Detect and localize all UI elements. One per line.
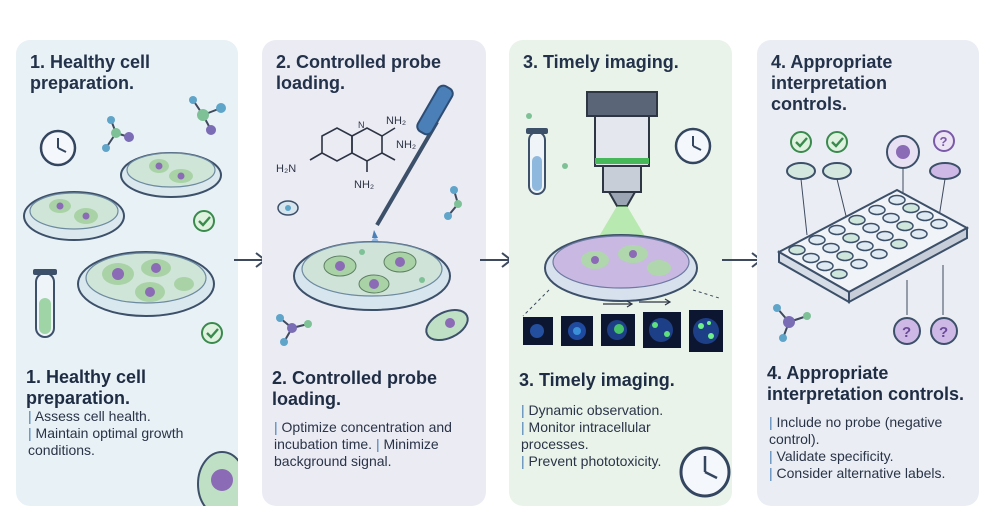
plate-well [822, 242, 840, 254]
bullet-item: | Include no probe (negative control). [769, 414, 943, 447]
plate-well [902, 202, 920, 214]
bullet-item: Optimize concentration and incubation ti… [274, 419, 452, 452]
molecule-icon [773, 304, 811, 342]
plate-well [882, 212, 900, 224]
step-panel-4: 4. Appropriate interpretation controls. … [757, 40, 979, 506]
microscopy-frame [561, 316, 593, 346]
step-3-bullets: | Dynamic observation. | Monitor intrace… [521, 402, 701, 470]
step-3-title: 3. Timely imaging. [523, 52, 679, 72]
plate-well [856, 240, 874, 252]
molecule-icon [276, 314, 312, 346]
plate-well [930, 218, 948, 230]
plate-well [888, 194, 906, 206]
bullet-item: | Dynamic observation. [521, 402, 664, 418]
plate-well [862, 222, 880, 234]
molecule-icon [102, 116, 134, 152]
plate-well [868, 204, 886, 216]
plate-well [890, 238, 908, 250]
check-icon [790, 131, 812, 153]
step-4-title: 4. Appropriate interpretation controls. [771, 52, 893, 114]
step-1-bullets: | Assess cell health. | Maintain optimal… [28, 408, 233, 459]
microscopy-frame [601, 314, 635, 346]
clock-icon [39, 129, 77, 167]
molecule-label: NH₂ [354, 179, 374, 191]
bullet-item: | Assess cell health. [28, 408, 151, 424]
step-panel-2: 2. Controlled probe loading. N NH₂ NH₂ H… [262, 40, 486, 506]
step-4-bullets: | Include no probe (negative control). |… [769, 414, 969, 482]
step-2-illustration: N NH₂ NH₂ H₂N NH₂ [276, 84, 469, 346]
petri-dish-icon [293, 241, 451, 311]
svg-text:?: ? [939, 324, 948, 341]
step-3-illustration [522, 91, 731, 498]
molecule-label: H₂N [276, 163, 296, 175]
bullet-item: Minimize background signal. [274, 436, 439, 469]
step-3-summary-title: 3. Timely imaging. [519, 370, 675, 390]
step-2-bullets: | Optimize concentration and incubation … [274, 419, 452, 469]
bullet-item: | Prevent phototoxicity. [521, 453, 662, 469]
clock-icon [674, 127, 712, 165]
petri-dish-icon [929, 162, 961, 180]
well-grid [788, 194, 948, 280]
bullet-item: | Monitor intracellular processes. [521, 419, 651, 452]
molecule-structure [309, 127, 396, 172]
petri-dish-icon [23, 191, 125, 241]
petri-dish-icon [822, 162, 852, 180]
step-panel-3: 3. Timely imaging. [509, 40, 732, 506]
check-icon [201, 322, 223, 344]
petri-dish-icon [77, 251, 215, 317]
plate-well [836, 250, 854, 262]
molecule-label: NH₂ [386, 115, 406, 127]
plate-well [802, 252, 820, 264]
molecule-icon [444, 186, 462, 220]
step-1-illustration [23, 96, 238, 506]
plate-well [816, 260, 834, 272]
step-4-summary-title: 4. Appropriate interpretation controls. [767, 363, 965, 404]
plate-well [808, 234, 826, 246]
question-icon: ? [933, 130, 955, 152]
microscopy-frame [689, 310, 723, 352]
plate-well [830, 268, 848, 280]
pipette-icon [371, 84, 454, 250]
question-icon: ? [930, 317, 958, 345]
question-icon: ? [893, 317, 921, 345]
test-tube-icon [33, 269, 57, 338]
petri-dish-icon [120, 152, 222, 198]
bullet-item: | Maintain optimal growth conditions. [28, 425, 184, 458]
cell-icon [197, 451, 238, 506]
svg-text:?: ? [902, 324, 911, 341]
step-2-title: 2. Controlled probe loading. [276, 52, 442, 93]
svg-text:?: ? [940, 134, 948, 149]
bullet-item: | Consider alternative labels. [769, 465, 946, 481]
petri-dish-icon [786, 162, 816, 180]
petri-dish-icon [544, 234, 698, 302]
plate-well [870, 248, 888, 260]
cell-icon [425, 308, 469, 342]
step-1-title: 1. Healthy cell preparation. [30, 52, 151, 93]
plate-well [842, 232, 860, 244]
plate-well [848, 214, 866, 226]
plate-well [876, 230, 894, 242]
plate-well [828, 224, 846, 236]
check-icon [826, 131, 848, 153]
step-1-summary-title: 1. Healthy cell preparation. [26, 367, 147, 408]
step-panel-1: 1. Healthy cell preparation. [16, 40, 238, 506]
clock-icon [679, 446, 731, 498]
bullet-item: | Validate specificity. [769, 448, 894, 464]
step-2-summary-title: 2. Controlled probe loading. [272, 368, 438, 409]
check-icon [193, 210, 215, 232]
svg-text:N: N [358, 120, 365, 130]
plate-well [916, 210, 934, 222]
microscopy-frame [523, 317, 553, 345]
plate-well [910, 228, 928, 240]
plate-well [850, 258, 868, 270]
test-tube-icon [526, 128, 548, 195]
step-4-illustration: ? ? [773, 130, 970, 345]
molecule-icon [189, 96, 226, 135]
molecule-label: NH₂ [396, 139, 416, 151]
plate-well [788, 244, 806, 256]
plate-well [896, 220, 914, 232]
microscopy-frame [643, 312, 681, 348]
